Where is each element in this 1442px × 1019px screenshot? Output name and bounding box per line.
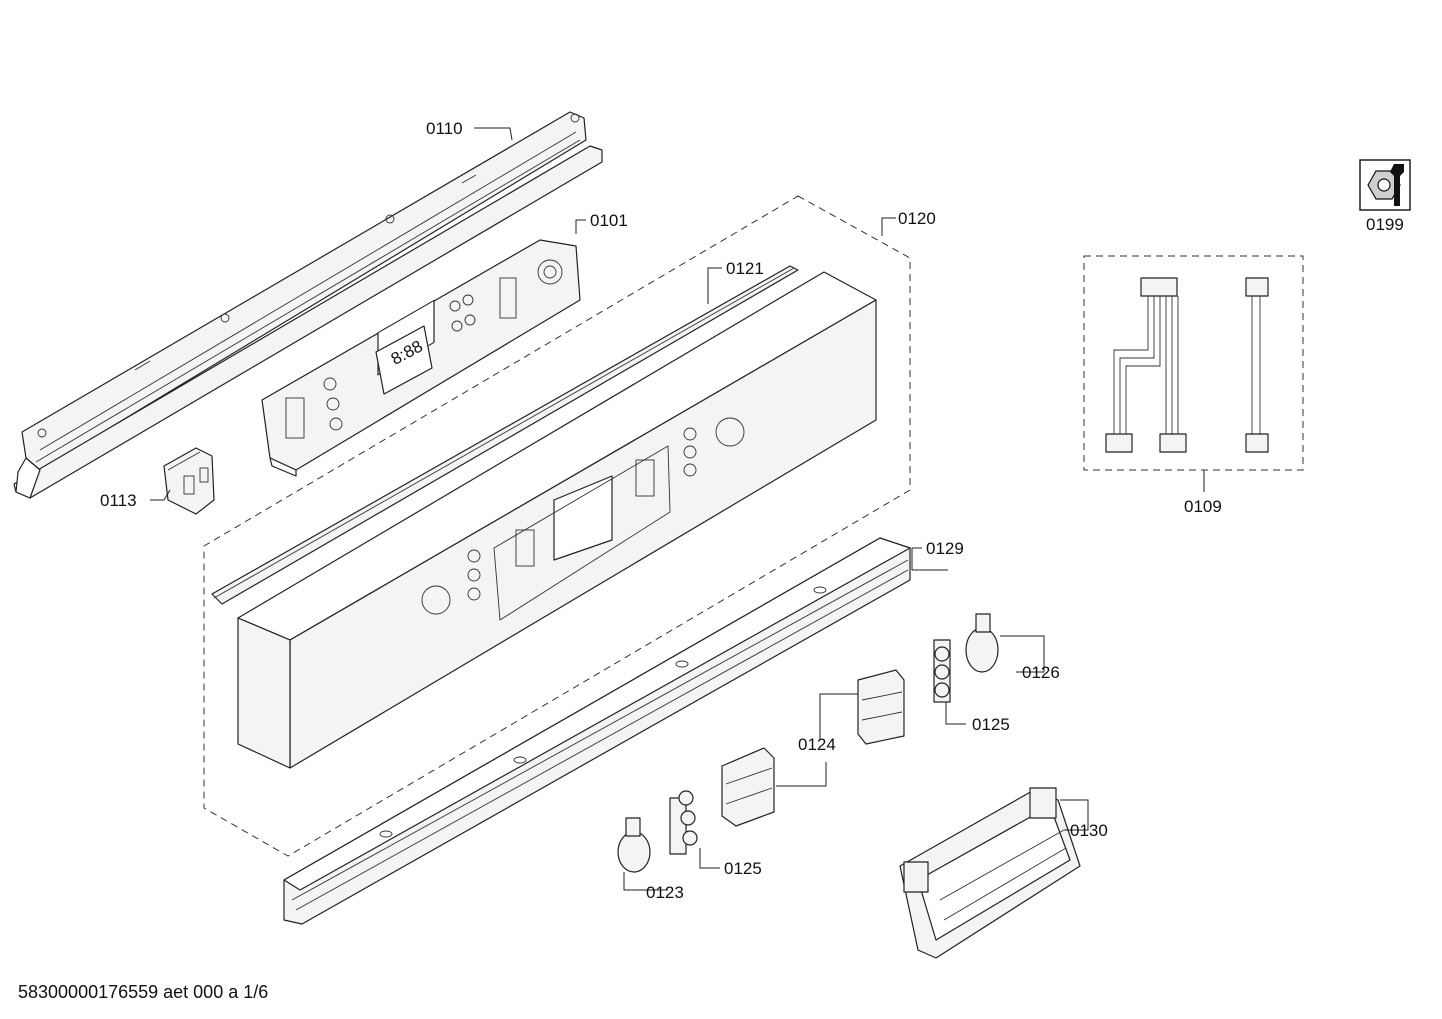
label-0130[interactable]: 0130 xyxy=(1070,821,1108,840)
label-0101[interactable]: 0101 xyxy=(590,211,628,230)
button-cluster-part-0125-lower[interactable] xyxy=(669,790,698,855)
bottom-bracket-part[interactable] xyxy=(899,787,1081,959)
fascia-panel-part[interactable] xyxy=(237,271,877,769)
switch-block-part-0124-lower[interactable] xyxy=(721,747,775,827)
fascia-group-outline xyxy=(203,195,911,857)
button-cluster-part-0125-upper[interactable] xyxy=(933,639,951,703)
wiring-harness-part[interactable] xyxy=(1105,277,1269,453)
label-0121[interactable]: 0121 xyxy=(726,259,764,278)
label-0124[interactable]: 0124 xyxy=(798,735,836,754)
label-0125-upper[interactable]: 0125 xyxy=(972,715,1010,734)
label-0120[interactable]: 0120 xyxy=(898,209,936,228)
mounting-rail-part[interactable] xyxy=(13,111,603,499)
label-0123[interactable]: 0123 xyxy=(646,883,684,902)
bracket-part-0113[interactable] xyxy=(163,447,215,515)
switch-block-part-0124-upper[interactable] xyxy=(857,669,905,745)
seal-strip-part[interactable] xyxy=(211,265,799,605)
label-0125-lower[interactable]: 0125 xyxy=(724,859,762,878)
document-id: 58300000176559 aet 000 a 1/6 xyxy=(18,982,268,1002)
rotary-knob-part-0126[interactable] xyxy=(965,613,999,673)
part-labels: 0110 0101 0120 0121 0113 0129 0126 0125 … xyxy=(100,119,1404,902)
label-0110[interactable]: 0110 xyxy=(426,119,463,138)
label-0126[interactable]: 0126 xyxy=(1022,663,1060,682)
wiring-harness-group-outline xyxy=(1083,255,1304,471)
label-0113[interactable]: 0113 xyxy=(100,491,137,510)
wrench-nut-icon[interactable] xyxy=(1359,159,1411,211)
handle-strip-part[interactable] xyxy=(283,537,911,925)
rotary-knob-part-0123[interactable] xyxy=(617,817,651,873)
leader-lines xyxy=(150,127,1205,891)
label-0109[interactable]: 0109 xyxy=(1184,497,1222,516)
label-0129[interactable]: 0129 xyxy=(926,539,964,558)
label-0199[interactable]: 0199 xyxy=(1366,215,1404,234)
control-module-part[interactable]: 8:88 xyxy=(261,239,581,477)
